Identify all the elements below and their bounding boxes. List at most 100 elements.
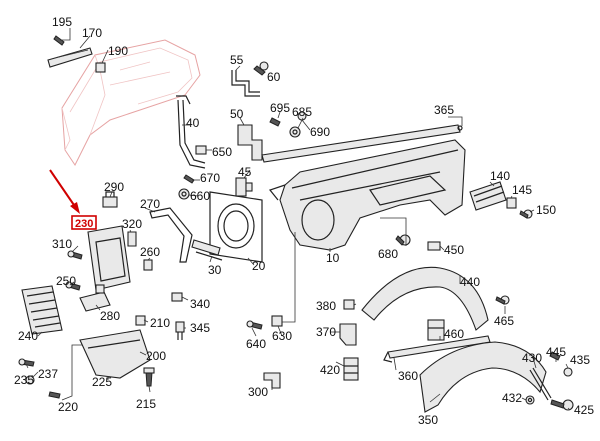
label-270[interactable]: 270 <box>140 197 160 211</box>
part-380-clip[interactable] <box>343 299 355 310</box>
part-430-rod[interactable] <box>529 367 552 401</box>
label-195[interactable]: 195 <box>52 15 72 29</box>
label-240[interactable]: 240 <box>18 329 38 343</box>
label-320[interactable]: 320 <box>122 217 142 231</box>
part-445-screw[interactable] <box>549 351 561 361</box>
label-250[interactable]: 250 <box>56 274 76 288</box>
part-345-bolt[interactable] <box>175 321 185 340</box>
label-340[interactable]: 340 <box>190 297 210 311</box>
part-630-clip[interactable] <box>271 315 283 327</box>
part-30-strip[interactable] <box>191 239 223 261</box>
part-45-bracket[interactable] <box>235 177 253 197</box>
part-280-bracket[interactable] <box>79 284 111 312</box>
part-140-vent[interactable] <box>469 181 507 211</box>
label-145[interactable]: 145 <box>512 183 532 197</box>
label-150[interactable]: 150 <box>536 203 556 217</box>
label-220[interactable]: 220 <box>58 400 78 414</box>
part-215-screw[interactable] <box>143 367 155 387</box>
label-55[interactable]: 55 <box>230 53 244 67</box>
label-460[interactable]: 460 <box>444 327 464 341</box>
label-430[interactable]: 430 <box>522 351 542 365</box>
label-225[interactable]: 225 <box>92 375 112 389</box>
part-432-nut[interactable] <box>525 395 535 405</box>
part-685-washer[interactable] <box>289 126 301 138</box>
label-650[interactable]: 650 <box>212 145 232 159</box>
label-20[interactable]: 20 <box>252 259 266 273</box>
label-640[interactable]: 640 <box>246 337 266 351</box>
part-220-screw[interactable] <box>48 391 61 399</box>
label-290[interactable]: 290 <box>104 180 124 194</box>
label-350[interactable]: 350 <box>418 413 438 427</box>
part-460-bushing[interactable] <box>427 319 445 341</box>
part-150-bolt[interactable] <box>519 209 533 219</box>
part-350-flare[interactable] <box>419 341 547 413</box>
label-10[interactable]: 10 <box>326 251 340 265</box>
label-370[interactable]: 370 <box>316 325 336 339</box>
label-660[interactable]: 660 <box>190 189 210 203</box>
part-145-clip[interactable] <box>506 197 517 209</box>
label-280[interactable]: 280 <box>100 309 120 323</box>
label-300[interactable]: 300 <box>248 385 268 399</box>
label-170[interactable]: 170 <box>82 26 102 40</box>
label-310[interactable]: 310 <box>52 237 72 251</box>
label-432[interactable]: 432 <box>502 391 522 405</box>
part-365-rail[interactable] <box>261 116 463 163</box>
label-235[interactable]: 235 <box>14 373 34 387</box>
part-190-clip[interactable] <box>95 62 106 73</box>
part-195-bolt[interactable] <box>53 35 65 46</box>
part-640-bolt[interactable] <box>246 320 263 330</box>
label-445[interactable]: 445 <box>546 345 566 359</box>
part-670-bolt[interactable] <box>183 174 195 184</box>
part-210-clip[interactable] <box>135 315 146 326</box>
label-450[interactable]: 450 <box>444 243 464 257</box>
part-680-bolt[interactable] <box>395 234 411 246</box>
part-465-bolt[interactable] <box>495 295 510 305</box>
part-170-strip[interactable] <box>47 47 93 68</box>
label-690[interactable]: 690 <box>310 125 330 139</box>
part-235-screw[interactable] <box>18 358 35 367</box>
label-425[interactable]: 425 <box>574 403 594 417</box>
part-225-skirt[interactable] <box>79 329 151 379</box>
label-237[interactable]: 237 <box>38 367 58 381</box>
highlight-230-callout[interactable]: 230 <box>71 215 97 230</box>
part-10-fender[interactable] <box>268 139 466 251</box>
part-425-bolt[interactable] <box>550 399 574 411</box>
part-370-bracket[interactable] <box>339 323 357 346</box>
label-345[interactable]: 345 <box>190 321 210 335</box>
label-435[interactable]: 435 <box>570 353 590 367</box>
part-250-screw[interactable] <box>65 281 81 291</box>
part-260-clip[interactable] <box>143 259 153 271</box>
part-650-clip[interactable] <box>195 145 207 155</box>
label-365[interactable]: 365 <box>434 103 454 117</box>
part-50-bracket[interactable] <box>237 124 263 161</box>
label-50[interactable]: 50 <box>230 107 244 121</box>
part-230-housing[interactable] <box>87 225 131 291</box>
label-215[interactable]: 215 <box>136 397 156 411</box>
label-60[interactable]: 60 <box>267 70 281 84</box>
part-240-grille[interactable] <box>21 285 63 335</box>
label-670[interactable]: 670 <box>200 171 220 185</box>
part-20-panel[interactable] <box>209 191 263 263</box>
part-270-bracket[interactable] <box>149 207 193 263</box>
label-210[interactable]: 210 <box>150 316 170 330</box>
part-420-bushing[interactable] <box>343 357 359 381</box>
label-685[interactable]: 685 <box>292 105 312 119</box>
part-310-screw[interactable] <box>67 250 83 260</box>
label-440[interactable]: 440 <box>460 275 480 289</box>
part-435-washer[interactable] <box>563 367 573 377</box>
label-680[interactable]: 680 <box>378 247 398 261</box>
part-450-clip[interactable] <box>427 241 441 251</box>
label-695[interactable]: 695 <box>270 101 290 115</box>
part-55-bracket[interactable] <box>231 70 260 97</box>
label-360[interactable]: 360 <box>398 369 418 383</box>
label-190[interactable]: 190 <box>108 44 128 58</box>
label-380[interactable]: 380 <box>316 299 336 313</box>
label-420[interactable]: 420 <box>320 363 340 377</box>
part-40-bracket[interactable] <box>176 95 206 169</box>
part-695-screw[interactable] <box>269 117 281 127</box>
part-440-liner[interactable] <box>361 266 489 331</box>
label-40[interactable]: 40 <box>186 116 200 130</box>
label-465[interactable]: 465 <box>494 314 514 328</box>
part-237-washer[interactable] <box>25 375 35 385</box>
label-45[interactable]: 45 <box>238 165 252 179</box>
